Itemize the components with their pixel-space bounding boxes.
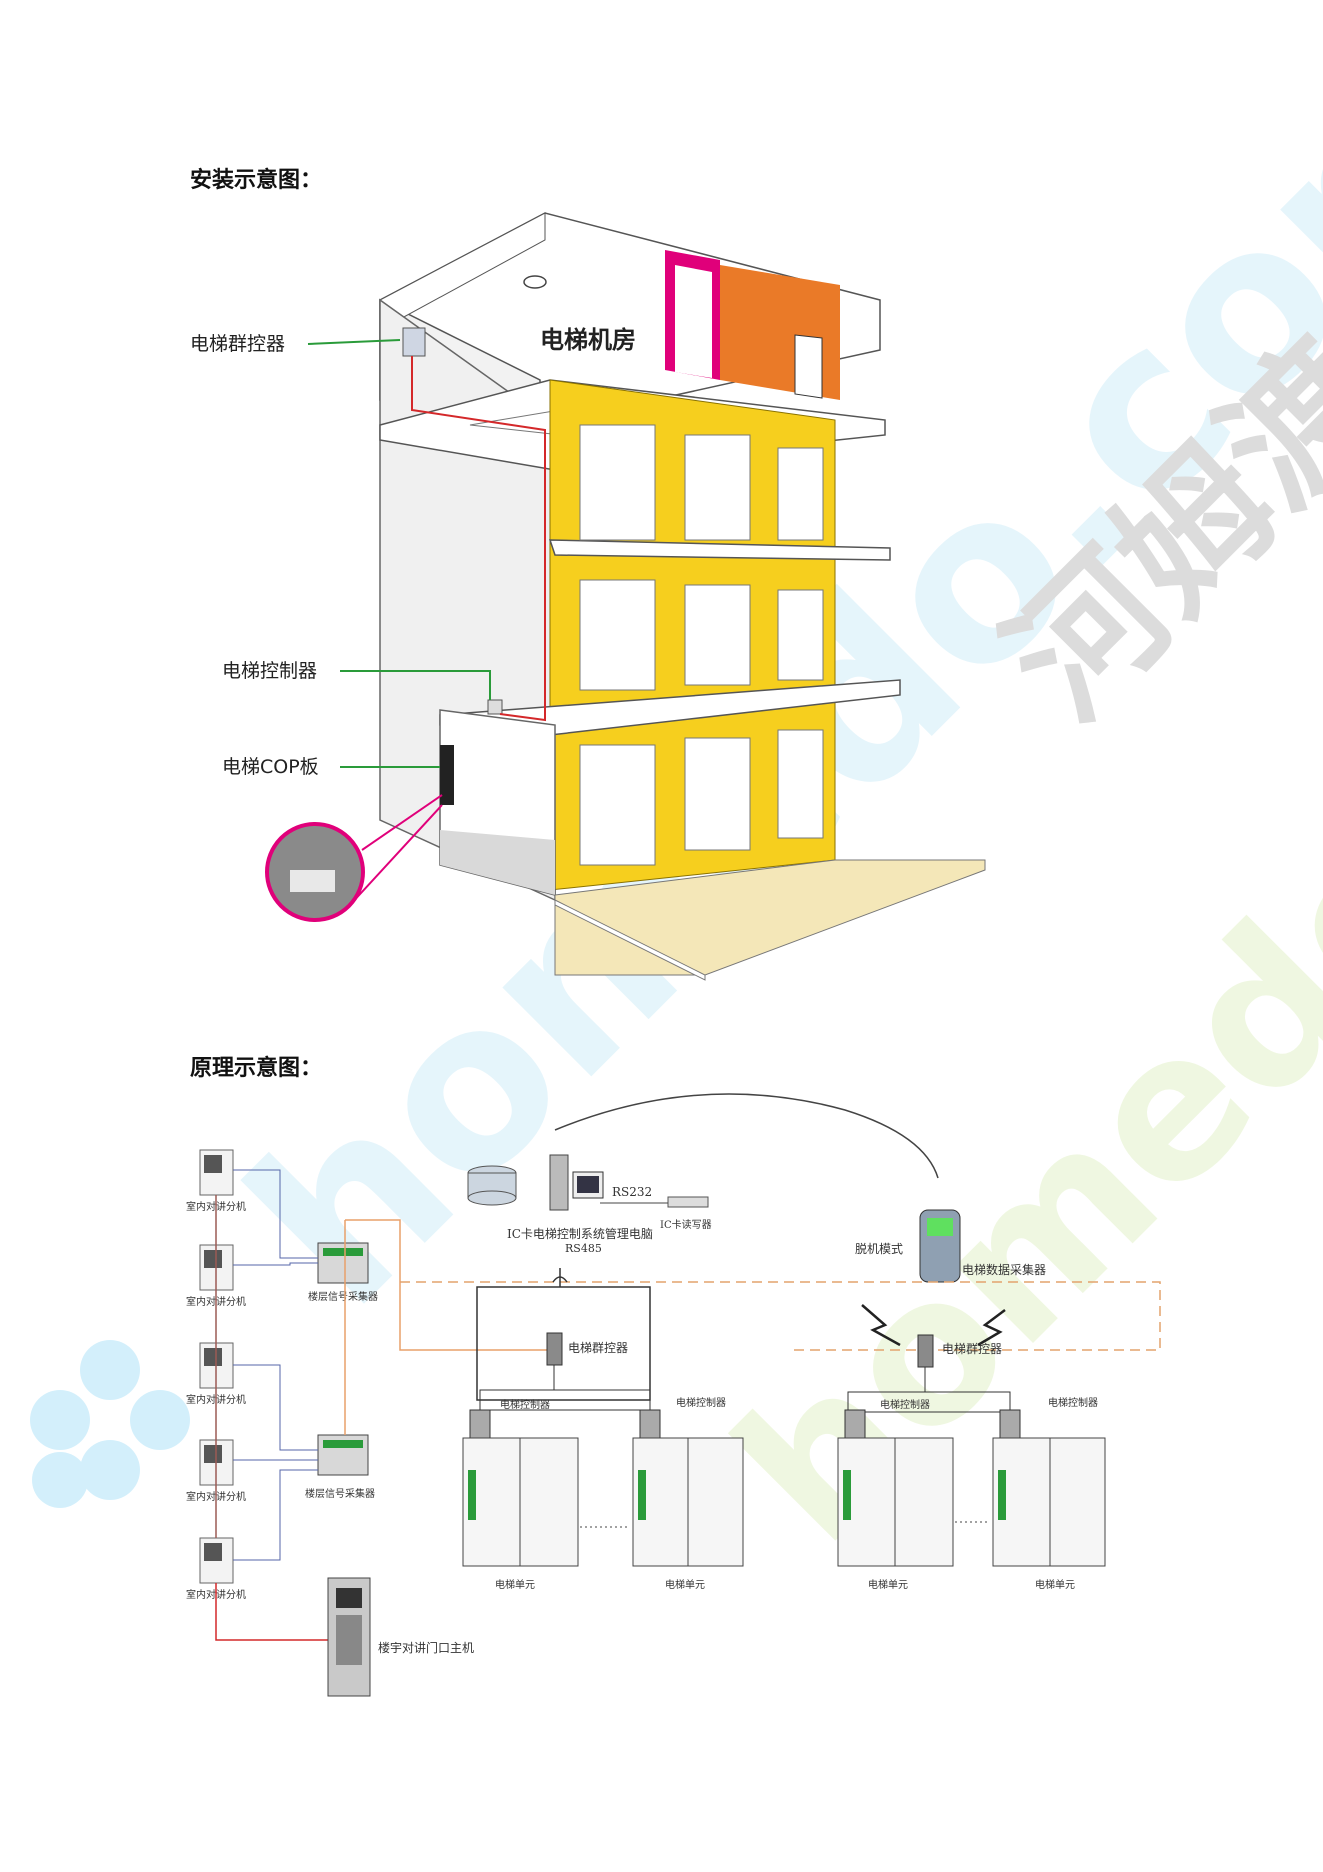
label-rs485: RS485 [565,1242,602,1255]
leader-group-controller [307,339,401,345]
svg-text:电梯单元: 电梯单元 [495,1578,535,1591]
label-data-collector: 电梯数据采集器 [962,1262,1046,1277]
flower-logo-icon [30,1340,190,1508]
label-elevator-controller: 电梯控制器 [222,660,317,682]
roof-hatch [523,275,547,289]
svg-text:电梯控制器: 电梯控制器 [676,1396,726,1409]
database-icon [467,1165,517,1206]
label-pc: IC卡电梯控制系统管理电脑 [507,1226,653,1241]
svg-text:楼宇对讲门口主机: 楼宇对讲门口主机 [378,1640,474,1655]
label-rs232: RS232 [612,1185,652,1199]
facade-windows [579,424,824,866]
rs485-bus [476,1268,651,1401]
svg-text:电梯单元: 电梯单元 [665,1578,705,1591]
elevator-unit-2: 电梯控制器 电梯单元 [632,1396,744,1591]
principle-diagram: 室内对讲分机 室内对讲分机 室内对讲分机 室内对讲分机 室内对讲分机 楼层信号采… [186,1093,1161,1697]
ground-floor [554,859,986,976]
rs485-bus-hop [552,1276,568,1283]
red-cable [411,356,546,722]
label-group-controller: 电梯群控器 [190,333,285,355]
svg-text:电梯单元: 电梯单元 [1035,1578,1075,1591]
svg-text:电梯单元: 电梯单元 [868,1578,908,1591]
door-master-station: 楼宇对讲门口主机 [327,1577,474,1697]
elevator-unit-4: 电梯控制器 电梯单元 [992,1396,1106,1591]
indoor-collector-links [233,1169,318,1561]
install-diagram-title: 安装示意图： [190,167,323,193]
management-pc-icon [549,1154,604,1211]
elevator-unit-3: 电梯控制器 电梯单元 [837,1398,954,1591]
cop-magnifier-plate [290,870,335,892]
principle-diagram-title: 原理示意图： [190,1055,323,1081]
svg-text:楼层信号采集器: 楼层信号采集器 [305,1487,375,1500]
label-offline-mode: 脱机模式 [855,1241,903,1256]
cop-panel [440,745,454,805]
svg-text:楼层信号采集器: 楼层信号采集器 [308,1290,378,1303]
leader-elevator-controller [340,670,491,700]
elevator-car-floor [440,830,555,895]
floor-collector-2: 楼层信号采集器 [305,1434,375,1500]
orange-solid-link [345,1219,547,1351]
label-group-ctrl-left: 电梯群控器 [568,1341,628,1355]
orange-wall-door [794,334,823,399]
cop-zoom-line-1 [361,794,443,851]
label-group-ctrl-right: 电梯群控器 [942,1342,1002,1356]
svg-text:电梯控制器: 电梯控制器 [880,1398,930,1411]
group-controller-left [546,1332,563,1366]
label-cop-board: 电梯COP板 [222,756,319,778]
label-machine-room: 电梯机房 [540,326,636,354]
lightning-right-icon [977,1309,1006,1347]
pc-handheld-arc [554,1093,939,1179]
door-master-cable [215,1583,328,1641]
install-diagram: 电梯机房 电梯群控器 电梯控制器 电梯COP板 [190,212,986,981]
elevator-unit-1: 电梯控制器 电梯单元 [462,1398,579,1591]
lightning-left-icon [861,1304,901,1347]
svg-text:电梯控制器: 电梯控制器 [1048,1396,1098,1409]
floor-slab-2 [548,539,891,561]
group-controller-box [402,327,426,357]
elevator-controller-box [487,699,503,715]
magenta-door-inner [675,265,712,378]
cop-zoom-line-2 [349,804,443,906]
card-writer-icon [667,1196,709,1208]
orange-dashed-bus [400,1281,1161,1351]
label-card-writer: IC卡读写器 [660,1218,712,1231]
floor-collector-1: 楼层信号采集器 [308,1242,378,1303]
ground-floor-edge [554,899,706,981]
group-controller-right [917,1334,934,1368]
svg-text:电梯控制器: 电梯控制器 [500,1398,550,1411]
handheld-collector-icon [919,1209,961,1283]
